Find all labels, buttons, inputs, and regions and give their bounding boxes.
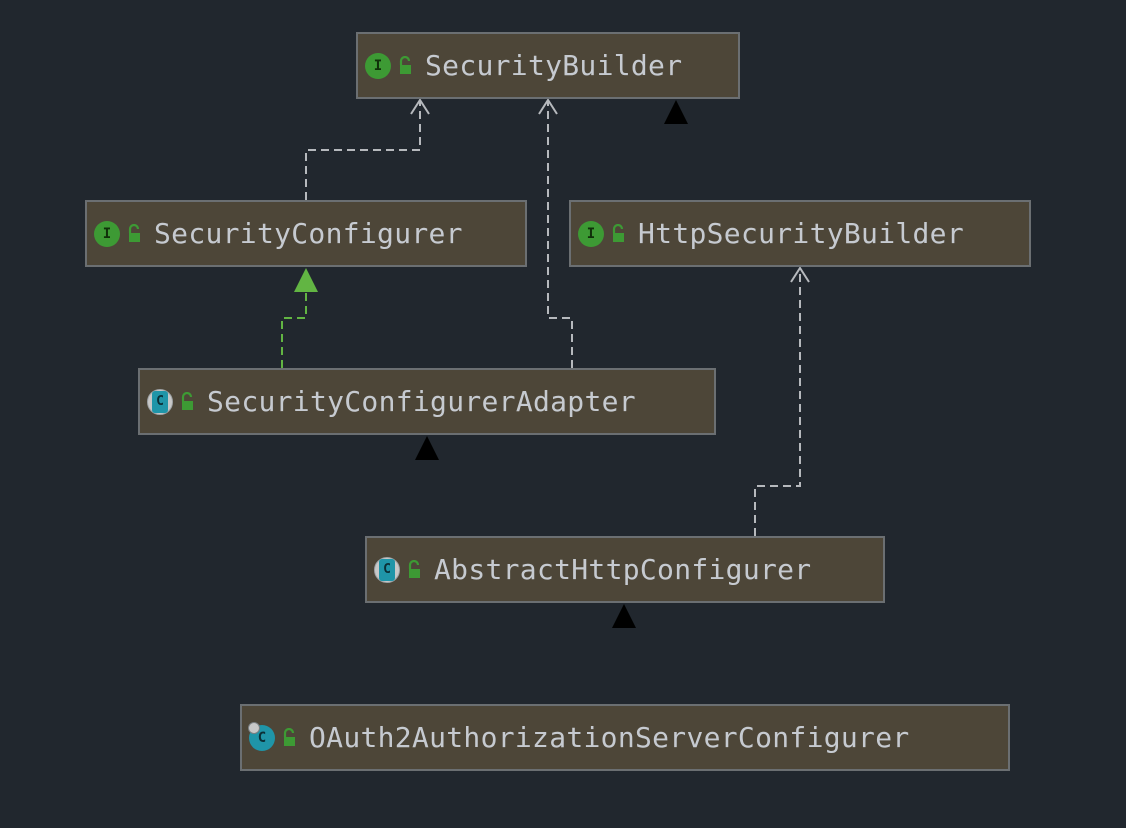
open-arrowhead xyxy=(410,98,430,115)
edge-line xyxy=(676,124,800,200)
edge-abstract-http-configurer-to-security-configurer-adapter xyxy=(415,436,494,536)
node-abstract-http-configurer[interactable]: C AbstractHttpConfigurer xyxy=(365,536,885,603)
abstract-class-icon: C xyxy=(374,556,400,583)
interface-icon: I xyxy=(578,220,604,247)
edge-line xyxy=(427,460,494,536)
node-label: SecurityConfigurerAdapter xyxy=(207,385,636,418)
node-label: AbstractHttpConfigurer xyxy=(434,553,812,586)
edge-http-security-builder-to-security-builder xyxy=(664,100,800,200)
icon-glyph: C xyxy=(152,390,168,413)
interface-icon: I xyxy=(94,220,120,247)
triangle-arrowhead xyxy=(415,436,439,460)
icon-glyph: C xyxy=(379,558,395,581)
node-security-builder[interactable]: I SecurityBuilder xyxy=(356,32,740,99)
edge-line xyxy=(281,292,307,368)
edge-security-configurer-adapter-to-security-builder xyxy=(538,98,573,368)
edge-abstract-http-configurer-to-http-security-builder xyxy=(754,266,810,536)
node-label: OAuth2AuthorizationServerConfigurer xyxy=(309,721,910,754)
pin-mark xyxy=(248,721,260,734)
edge-security-configurer-to-security-builder xyxy=(305,98,430,200)
unlocked-lock-icon xyxy=(283,727,295,746)
triangle-arrowhead xyxy=(664,100,688,124)
icon-glyph: I xyxy=(373,57,383,74)
icon-glyph: I xyxy=(102,225,112,242)
unlocked-lock-icon xyxy=(181,391,193,410)
unlocked-lock-icon xyxy=(408,559,420,578)
final-class-icon: C xyxy=(248,721,275,751)
abstract-class-icon: C xyxy=(147,388,173,415)
open-arrowhead xyxy=(790,266,810,283)
triangle-arrowhead xyxy=(612,604,636,628)
node-oauth2-authorization-server-configurer[interactable]: C OAuth2AuthorizationServerConfigurer xyxy=(240,704,1010,771)
edge-security-configurer-adapter-to-security-configurer xyxy=(281,268,318,368)
edge-oauth2-authorization-server-configurer-to-abstract-http-configurer xyxy=(612,604,636,628)
icon-glyph: I xyxy=(586,225,596,242)
unlocked-lock-icon xyxy=(128,223,140,242)
node-security-configurer-adapter[interactable]: C SecurityConfigurerAdapter xyxy=(138,368,716,435)
open-arrowhead xyxy=(538,98,558,115)
icon-glyph: C xyxy=(257,729,267,746)
node-http-security-builder[interactable]: I HttpSecurityBuilder xyxy=(569,200,1031,267)
interface-icon: I xyxy=(365,52,391,79)
unlocked-lock-icon xyxy=(612,223,624,242)
node-label: HttpSecurityBuilder xyxy=(638,217,964,250)
triangle-arrowhead xyxy=(294,268,318,292)
node-security-configurer[interactable]: I SecurityConfigurer xyxy=(85,200,527,267)
node-label: SecurityBuilder xyxy=(425,49,683,82)
edge-line xyxy=(547,100,573,368)
edge-line xyxy=(754,268,801,536)
node-label: SecurityConfigurer xyxy=(154,217,463,250)
unlocked-lock-icon xyxy=(399,55,411,74)
edge-line xyxy=(305,100,421,200)
